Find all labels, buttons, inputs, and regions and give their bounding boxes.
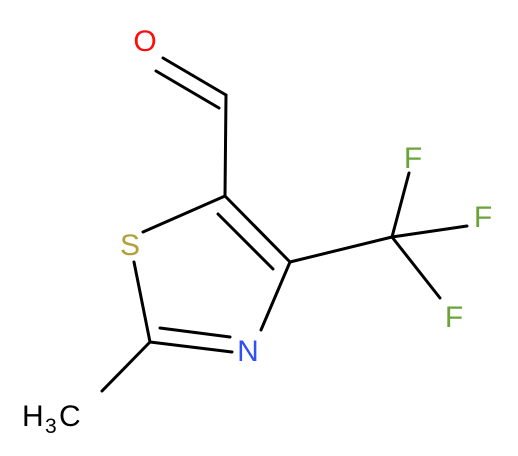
bond-c5-c4 xyxy=(223,194,292,264)
atom-fluorine-right: F xyxy=(474,201,492,234)
bond-c5-s xyxy=(141,194,227,234)
atom-methyl-group: H 3 C xyxy=(22,400,81,438)
bond-n-c4 xyxy=(259,260,292,332)
bonds xyxy=(100,56,469,393)
atom-fluorine-top: F xyxy=(404,142,422,175)
atom-oxygen: O xyxy=(133,25,156,58)
bond-s-c2 xyxy=(132,260,152,344)
bond-aldehyde-co-2 xyxy=(154,69,221,110)
bond-cf3-f-right xyxy=(390,224,469,239)
atom-sulfur: S xyxy=(120,229,140,262)
bond-aldehyde-co-1 xyxy=(161,56,228,97)
bond-aldehyde-c5 xyxy=(223,93,228,198)
atom-labels: O S N F F F H 3 C xyxy=(22,25,492,438)
bond-cf3-f-top xyxy=(390,171,411,239)
methyl-h: H xyxy=(22,400,44,433)
methyl-subscript: 3 xyxy=(45,415,57,438)
bond-c2-n-inner xyxy=(158,326,232,339)
bond-cf3-f-bottom xyxy=(390,235,442,300)
atom-fluorine-bottom: F xyxy=(445,301,463,334)
bond-c2-n xyxy=(148,340,234,354)
bond-c4-cf3 xyxy=(288,235,394,264)
bond-c2-methyl xyxy=(100,340,152,393)
methyl-c: C xyxy=(59,400,81,433)
bond-c5-c4-inner xyxy=(216,212,275,271)
atom-nitrogen: N xyxy=(237,335,259,368)
